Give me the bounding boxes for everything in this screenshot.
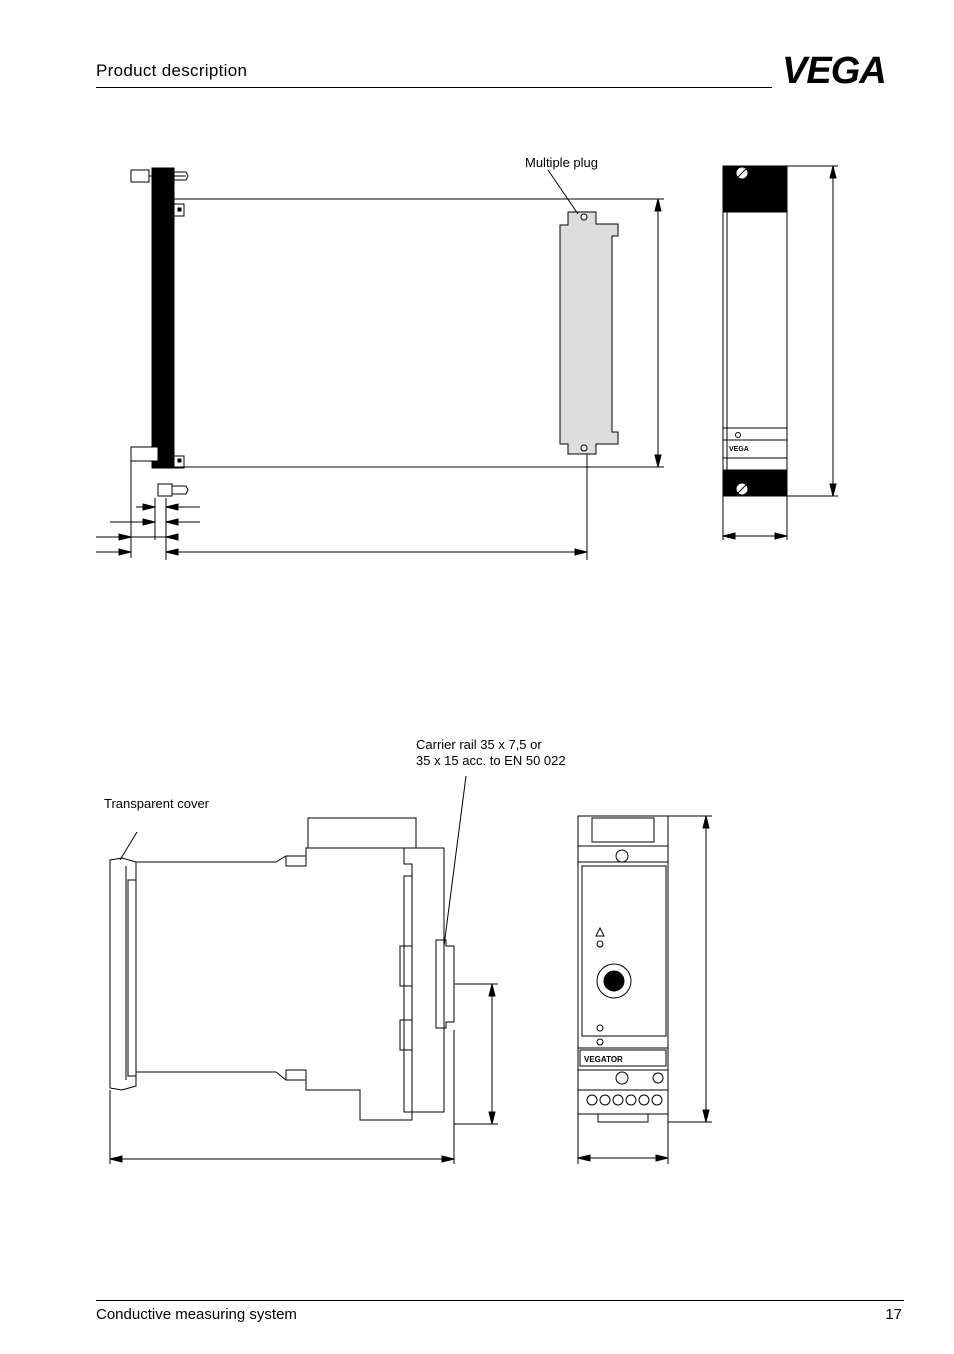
multiple-plug-label: Multiple plug [525,155,598,170]
svg-text:VEGA: VEGA [729,446,749,453]
svg-text:VEGATOR: VEGATOR [584,1055,623,1064]
potentiometer-knob [603,970,625,992]
front-panel [581,865,667,1037]
carrier-rail-label-line2: 35 x 15 acc. to EN 50 022 [416,753,566,768]
header-divider [96,87,772,88]
terminal-screw-icon [586,1094,598,1106]
footer-document-title: Conductive measuring system [96,1306,297,1323]
housing-side [136,847,413,1121]
transparent-cover-label: Transparent cover [104,796,210,811]
vega-logo: VEGA [782,50,887,88]
multiple-plug [559,211,619,455]
page-section-title: Product description [96,61,248,80]
warning-icon [595,926,605,937]
top-terminal-cap [307,817,417,849]
page-number: 17 [885,1306,902,1323]
footer-divider [96,1300,904,1301]
housing-front-view [577,815,669,1115]
transparent-cover [109,857,137,1091]
carrier-rail-label-line1: Carrier rail 35 x 7,5 or [416,737,542,752]
svg-text:VEGA: VEGA [782,50,886,88]
rail-clip [435,939,455,1029]
